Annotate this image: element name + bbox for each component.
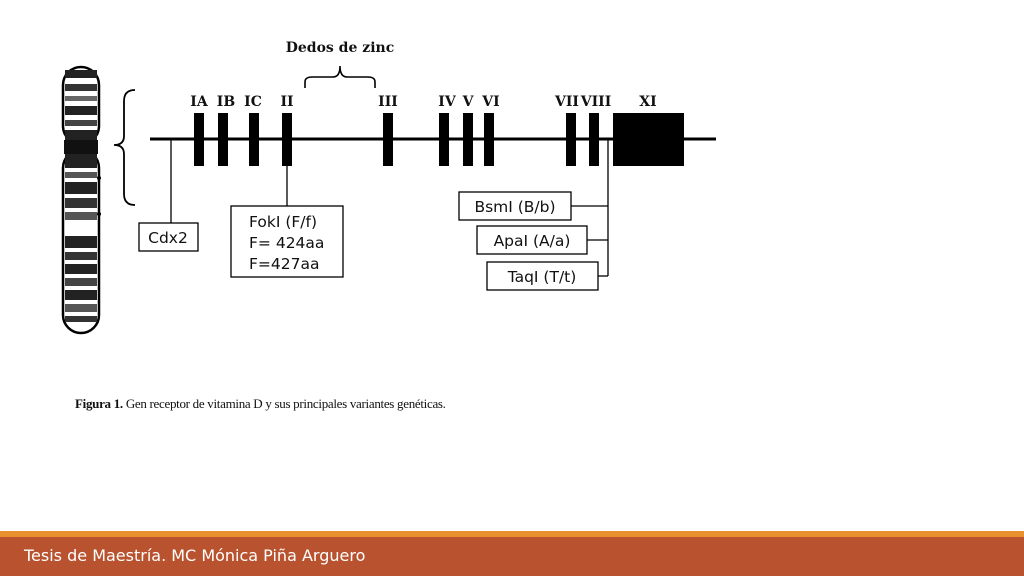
taqi-label: TaqI (T/t)	[507, 268, 577, 286]
cdx2-label: Cdx2	[148, 229, 188, 247]
footer-stripe	[0, 531, 1024, 537]
exon-IV	[439, 113, 449, 166]
foki-label-line1: FokI (F/f)	[249, 213, 317, 231]
figure-caption-label: Figura 1.	[75, 396, 123, 411]
exon-label-VII: VII	[554, 94, 579, 110]
footer-bar: Tesis de Maestría. MC Mónica Piña Arguer…	[0, 537, 1024, 576]
exon-IA	[194, 113, 204, 166]
exon-label-IV: IV	[438, 94, 457, 110]
taqi-box	[486, 261, 599, 291]
exon-label-XI: XI	[639, 94, 656, 110]
apai-label: ApaI (A/a)	[494, 232, 571, 250]
zinc-finger-label: Dedos de zinc	[286, 40, 394, 56]
exon-V	[463, 113, 473, 166]
exon-VIII	[589, 113, 599, 166]
region-bracket	[113, 89, 136, 206]
figure-caption-text: Gen receptor de vitamina D y sus princip…	[125, 396, 446, 411]
exon-label-V: V	[462, 94, 475, 110]
apai-box	[476, 225, 588, 255]
figure-caption: Figura 1. Gen receptor de vitamina D y s…	[75, 396, 446, 412]
exon-XI	[613, 113, 684, 166]
exon-label-IC: IC	[244, 94, 262, 110]
footer-text: Tesis de Maestría. MC Mónica Piña Arguer…	[24, 546, 366, 565]
foki-box	[230, 205, 344, 278]
bsmi-label: BsmI (B/b)	[474, 198, 555, 216]
exon-label-II: II	[280, 94, 293, 110]
exon-label-IB: IB	[217, 94, 236, 110]
exon-VI	[484, 113, 494, 166]
cdx2-box	[138, 222, 199, 252]
bsmi-box	[458, 191, 572, 221]
zinc-finger-brace	[304, 65, 376, 88]
chromosome-icon	[61, 65, 101, 335]
exon-III	[383, 113, 393, 166]
exon-label-VIII: VIII	[580, 94, 612, 110]
exon-label-III: III	[378, 94, 398, 110]
foki-label-line2: F= 424aa	[249, 234, 324, 252]
foki-label-line3: F=427aa	[249, 255, 319, 273]
exon-label-VI: VI	[481, 94, 499, 110]
exon-label-IA: IA	[190, 94, 209, 110]
exon-IB	[218, 113, 228, 166]
exon-VII	[566, 113, 576, 166]
exon-IC	[249, 113, 259, 166]
exon-II	[282, 113, 292, 166]
